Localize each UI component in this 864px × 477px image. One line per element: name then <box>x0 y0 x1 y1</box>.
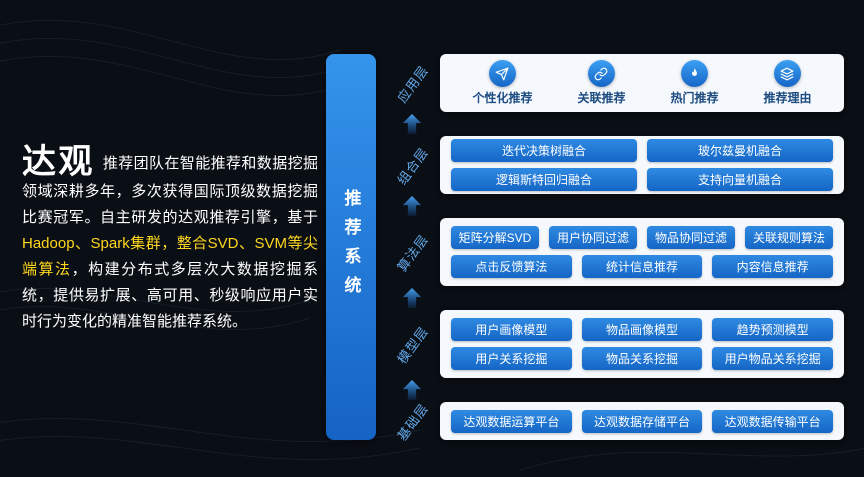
diagram-button: 点击反馈算法 <box>451 255 572 278</box>
diagram-button: 物品画像模型 <box>581 318 703 341</box>
layer-label-application: 应用层 <box>394 62 432 105</box>
app-item-label: 推荐理由 <box>763 91 812 105</box>
layer-label-algorithm: 算法层 <box>394 231 432 274</box>
layer-label-base: 基础层 <box>394 400 432 443</box>
intro-paragraph: 达观推荐团队在智能推荐和数据挖掘领域深耕多年，多次获得国际顶级数据挖掘比赛冠军。… <box>22 145 318 335</box>
up-arrow <box>384 194 440 218</box>
diagram-button: 矩阵分解SVD <box>451 226 539 249</box>
diagram-button: 达观数据存储平台 <box>581 409 703 433</box>
diagram-button: 物品协同过滤 <box>647 226 735 249</box>
layer-row-model: 模型层 用户画像模型 物品画像模型 趋势预测模型 用户关系挖掘 物品关系挖掘 用… <box>384 310 844 378</box>
up-arrow <box>384 112 440 136</box>
button-row: 矩阵分解SVD 用户协同过滤 物品协同过滤 关联规则算法 <box>446 223 838 252</box>
diagram-button: 趋势预测模型 <box>712 318 834 341</box>
model-layer-box: 用户画像模型 物品画像模型 趋势预测模型 用户关系挖掘 物品关系挖掘 用户物品关… <box>440 310 844 378</box>
up-arrow <box>384 378 440 402</box>
layer-label-model: 模型层 <box>394 323 432 366</box>
layer-label-combination: 组合层 <box>394 144 432 187</box>
paper-plane-icon <box>488 60 516 87</box>
button-row: 点击反馈算法 统计信息推荐 内容信息推荐 <box>446 252 838 281</box>
diagram-button: 玻尔兹曼机融合 <box>647 139 833 162</box>
diagram-button: 迭代决策树融合 <box>451 139 637 162</box>
button-row: 用户画像模型 物品画像模型 趋势预测模型 <box>446 315 838 344</box>
layer-row-combination: 组合层 迭代决策树融合 玻尔兹曼机融合 逻辑斯特回归融合 支持向量机融合 <box>384 136 844 194</box>
diagram-button: 物品关系挖掘 <box>581 347 703 370</box>
diagram-button: 支持向量机融合 <box>647 168 833 191</box>
diagram-button: 达观数据运算平台 <box>451 409 572 433</box>
system-bar-label: 推荐系统 <box>341 189 361 305</box>
diagram-button: 用户物品关系挖掘 <box>712 347 834 370</box>
app-item-label: 热门推荐 <box>670 91 719 105</box>
layer-row-algorithm: 算法层 矩阵分解SVD 用户协同过滤 物品协同过滤 关联规则算法 点击反馈算法 … <box>384 218 844 286</box>
diagram-button: 内容信息推荐 <box>712 255 834 278</box>
up-arrow <box>384 286 440 310</box>
layer-row-base: 基础层 达观数据运算平台 达观数据存储平台 达观数据传输平台 <box>384 400 844 443</box>
brand-title: 达观 <box>22 143 95 181</box>
base-layer-box: 达观数据运算平台 达观数据存储平台 达观数据传输平台 <box>440 402 844 440</box>
algorithm-layer-box: 矩阵分解SVD 用户协同过滤 物品协同过滤 关联规则算法 点击反馈算法 统计信息… <box>440 218 844 286</box>
app-item-reason: 推荐理由 <box>763 60 812 106</box>
app-item-related: 关联推荐 <box>577 60 626 106</box>
button-row: 用户关系挖掘 物品关系挖掘 用户物品关系挖掘 <box>446 344 838 373</box>
button-row: 达观数据运算平台 达观数据存储平台 达观数据传输平台 <box>446 407 838 436</box>
architecture-diagram: 推荐系统 应用层 个性化推荐 <box>326 54 844 443</box>
app-item-label: 个性化推荐 <box>472 91 533 105</box>
diagram-button: 用户画像模型 <box>451 318 572 341</box>
app-item-label: 关联推荐 <box>577 91 626 105</box>
layers-column: 应用层 个性化推荐 关联推荐 <box>384 54 844 443</box>
diagram-button: 关联规则算法 <box>745 226 833 249</box>
diagram-button: 用户关系挖掘 <box>451 347 572 370</box>
diagram-button: 用户协同过滤 <box>549 226 637 249</box>
diagram-button: 逻辑斯特回归融合 <box>451 168 637 191</box>
intro-segment: ，构建分布式多层次大数据挖掘系统，提供易扩展、高可用、秒级响应用户实时行为变化的… <box>22 261 318 330</box>
application-layer-box: 个性化推荐 关联推荐 热门推荐 <box>440 54 844 112</box>
intro-segment: 推荐团队在智能推荐和数据挖掘领域深耕多年，多次获得国际顶级数据挖掘比赛冠军。自主… <box>22 155 319 226</box>
button-row: 逻辑斯特回归融合 支持向量机融合 <box>446 165 838 194</box>
recommendation-system-bar: 推荐系统 <box>326 54 376 440</box>
app-item-personalized: 个性化推荐 <box>472 60 533 106</box>
flame-icon <box>680 60 708 87</box>
app-item-hot: 热门推荐 <box>670 60 719 106</box>
diagram-button: 统计信息推荐 <box>581 255 703 278</box>
intro-segment-highlight: Hadoop、Spark集群，整合SVD、SVM等尖端算法 <box>22 235 318 278</box>
layer-row-application: 应用层 个性化推荐 关联推荐 <box>384 54 844 112</box>
layers-icon <box>773 60 801 87</box>
button-row: 迭代决策树融合 玻尔兹曼机融合 <box>446 136 838 165</box>
combination-layer-box: 迭代决策树融合 玻尔兹曼机融合 逻辑斯特回归融合 支持向量机融合 <box>440 136 844 194</box>
diagram-button: 达观数据传输平台 <box>712 409 834 433</box>
link-icon <box>587 60 615 87</box>
